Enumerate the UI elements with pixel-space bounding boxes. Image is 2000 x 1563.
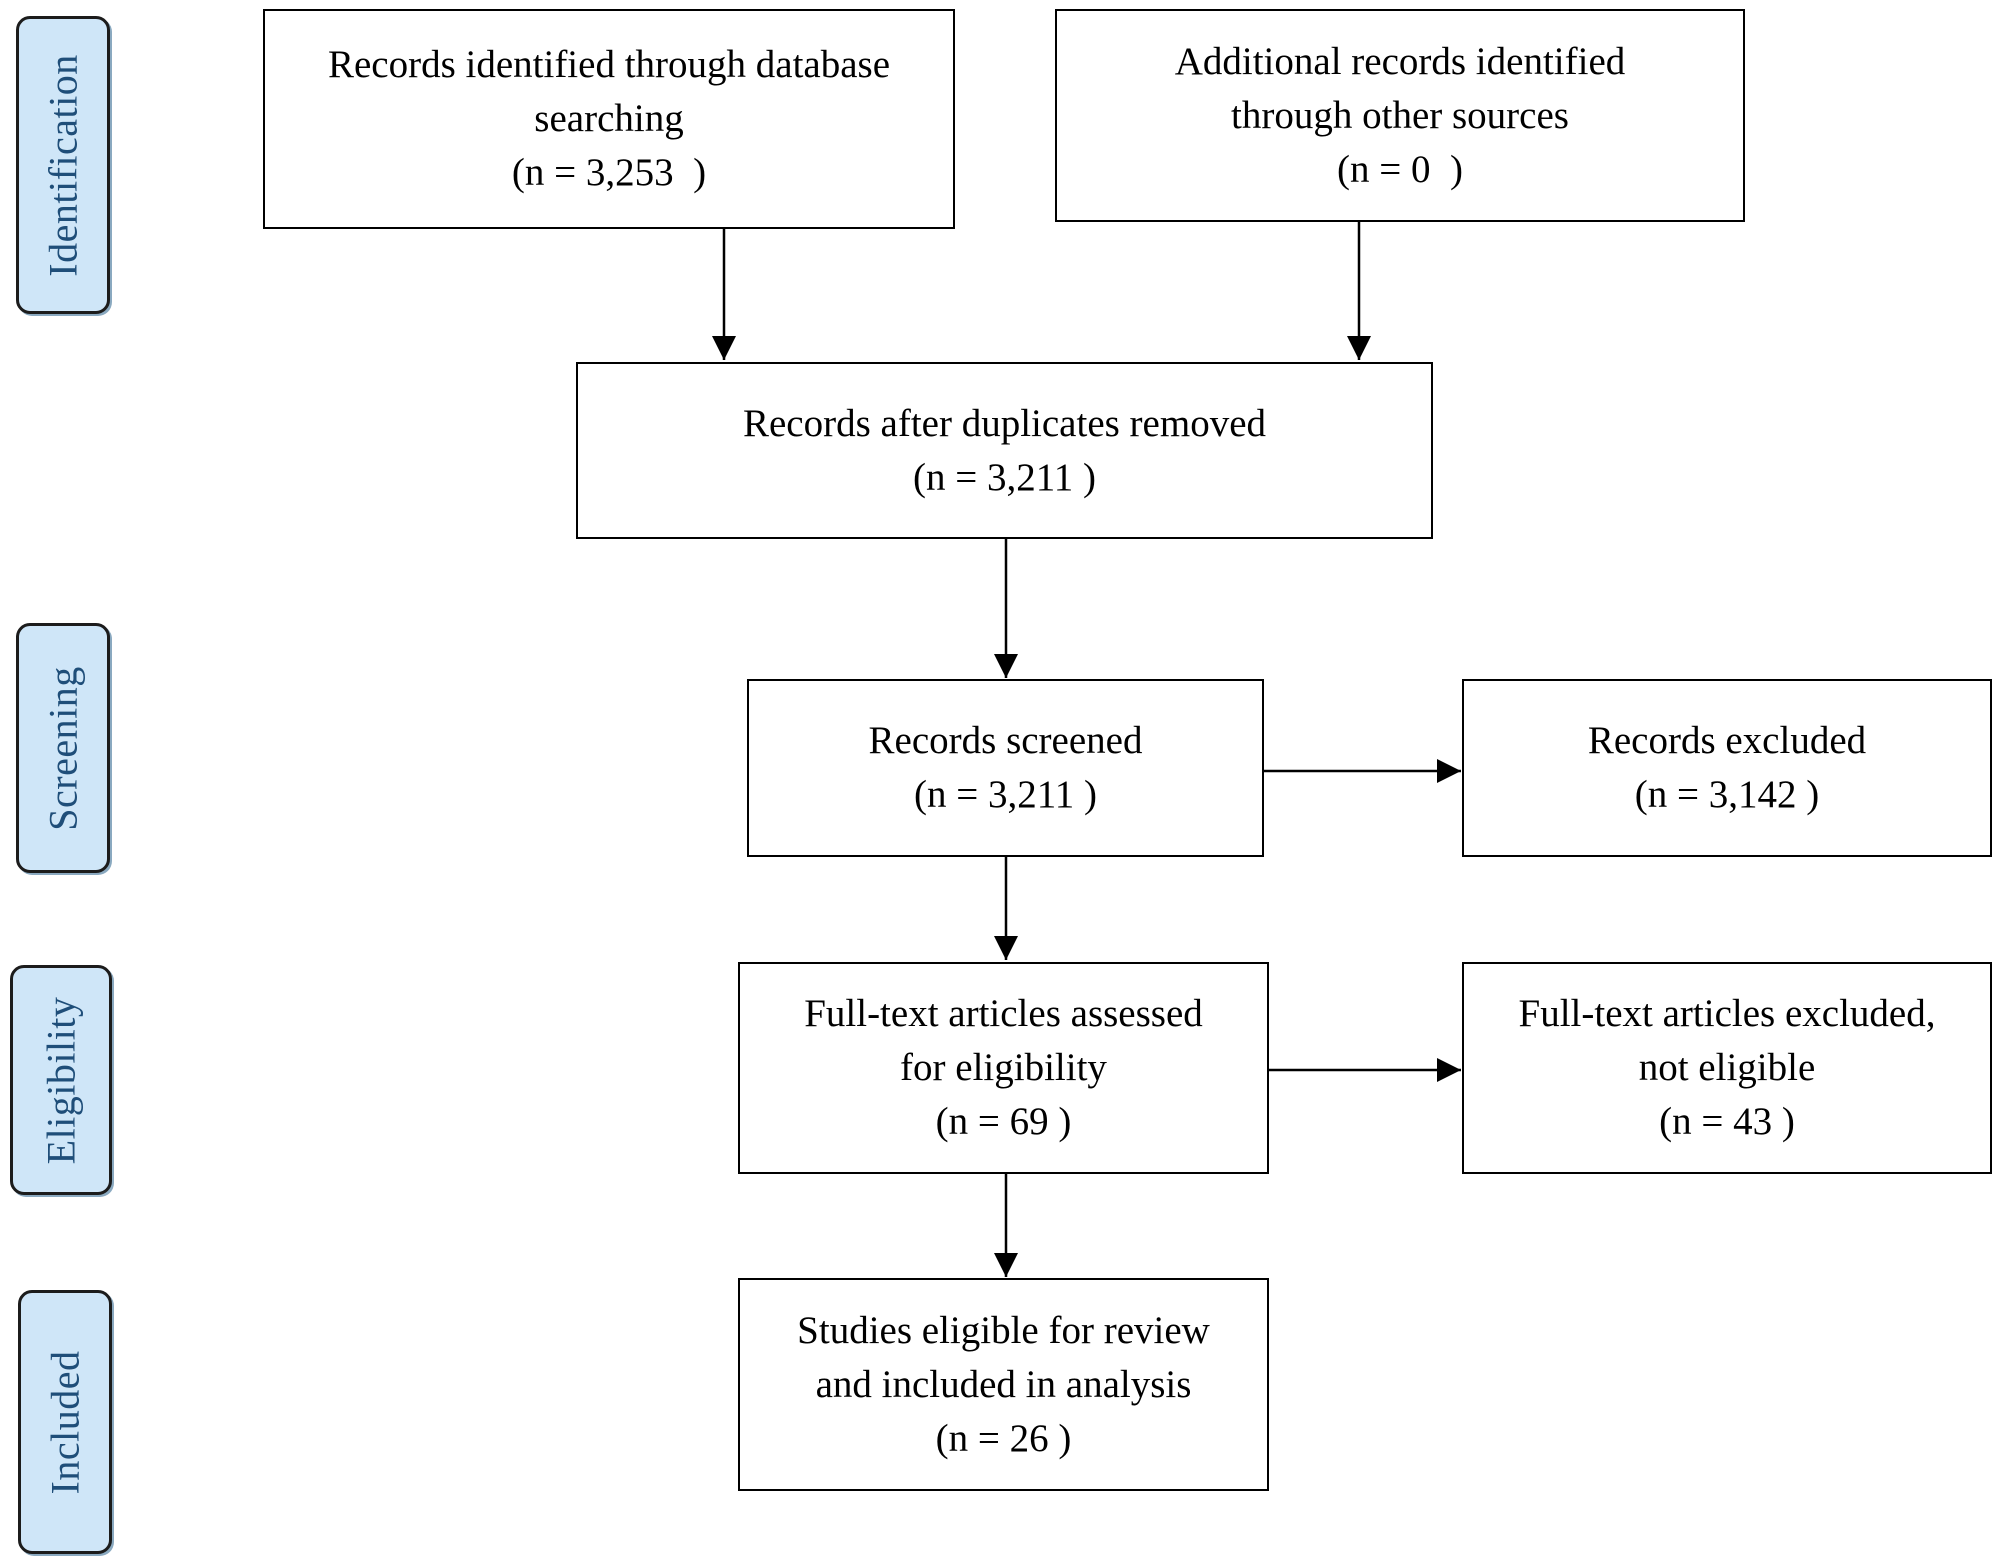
stage-screening-label: Screening: [40, 665, 86, 831]
records-excluded-text: Records excluded: [1587, 719, 1867, 762]
records-excluded-count: (n = 3,142 ): [1634, 773, 1820, 816]
records-screened-count: (n = 3,211 ): [913, 773, 1098, 816]
box-after-duplicates: Records after duplicates removed (n = 3,…: [576, 362, 1433, 539]
box-records-excluded: Records excluded (n = 3,142 ): [1462, 679, 1992, 857]
included-studies-text-2: and included in analysis: [815, 1362, 1192, 1406]
stage-included-label: Included: [42, 1350, 88, 1494]
box-database-records: Records identified through database sear…: [263, 9, 955, 229]
stage-identification: Identification: [16, 16, 110, 314]
after-duplicates-count: (n = 3,211 ): [912, 455, 1097, 499]
included-studies-count: (n = 26 ): [935, 1416, 1072, 1460]
stage-included: Included: [18, 1290, 112, 1554]
after-duplicates-text: Records after duplicates removed: [742, 401, 1267, 445]
box-records-screened: Records screened (n = 3,211 ): [747, 679, 1264, 857]
box-fulltext-excluded: Full-text articles excluded, not eligibl…: [1462, 962, 1992, 1174]
included-studies-text: Studies eligible for review: [797, 1308, 1210, 1352]
fulltext-assessed-count: (n = 69 ): [935, 1100, 1072, 1143]
fulltext-assessed-text: Full-text articles assessed: [804, 992, 1203, 1035]
database-records-text-2: searching: [534, 97, 684, 140]
other-records-text: Additional records identified: [1174, 39, 1626, 83]
fulltext-assessed-text-2: for eligibility: [900, 1046, 1107, 1089]
records-screened-text: Records screened: [868, 719, 1143, 762]
fulltext-excluded-text-2: not eligible: [1638, 1046, 1816, 1089]
stage-eligibility: Eligibility: [10, 965, 112, 1195]
box-fulltext-assessed: Full-text articles assessed for eligibil…: [738, 962, 1269, 1174]
stage-screening: Screening: [16, 623, 110, 873]
box-included-studies: Studies eligible for review and included…: [738, 1278, 1269, 1491]
fulltext-excluded-text: Full-text articles excluded,: [1518, 992, 1936, 1035]
other-records-text-2: through other sources: [1231, 93, 1569, 137]
box-other-records: Additional records identified through ot…: [1055, 9, 1745, 222]
fulltext-excluded-count: (n = 43 ): [1659, 1100, 1795, 1143]
database-records-text: Records identified through database: [327, 43, 891, 86]
other-records-count: (n = 0 ): [1337, 147, 1463, 191]
stage-identification-label: Identification: [40, 53, 86, 277]
stage-eligibility-label: Eligibility: [38, 996, 84, 1164]
database-records-count: (n = 3,253 ): [511, 151, 707, 194]
